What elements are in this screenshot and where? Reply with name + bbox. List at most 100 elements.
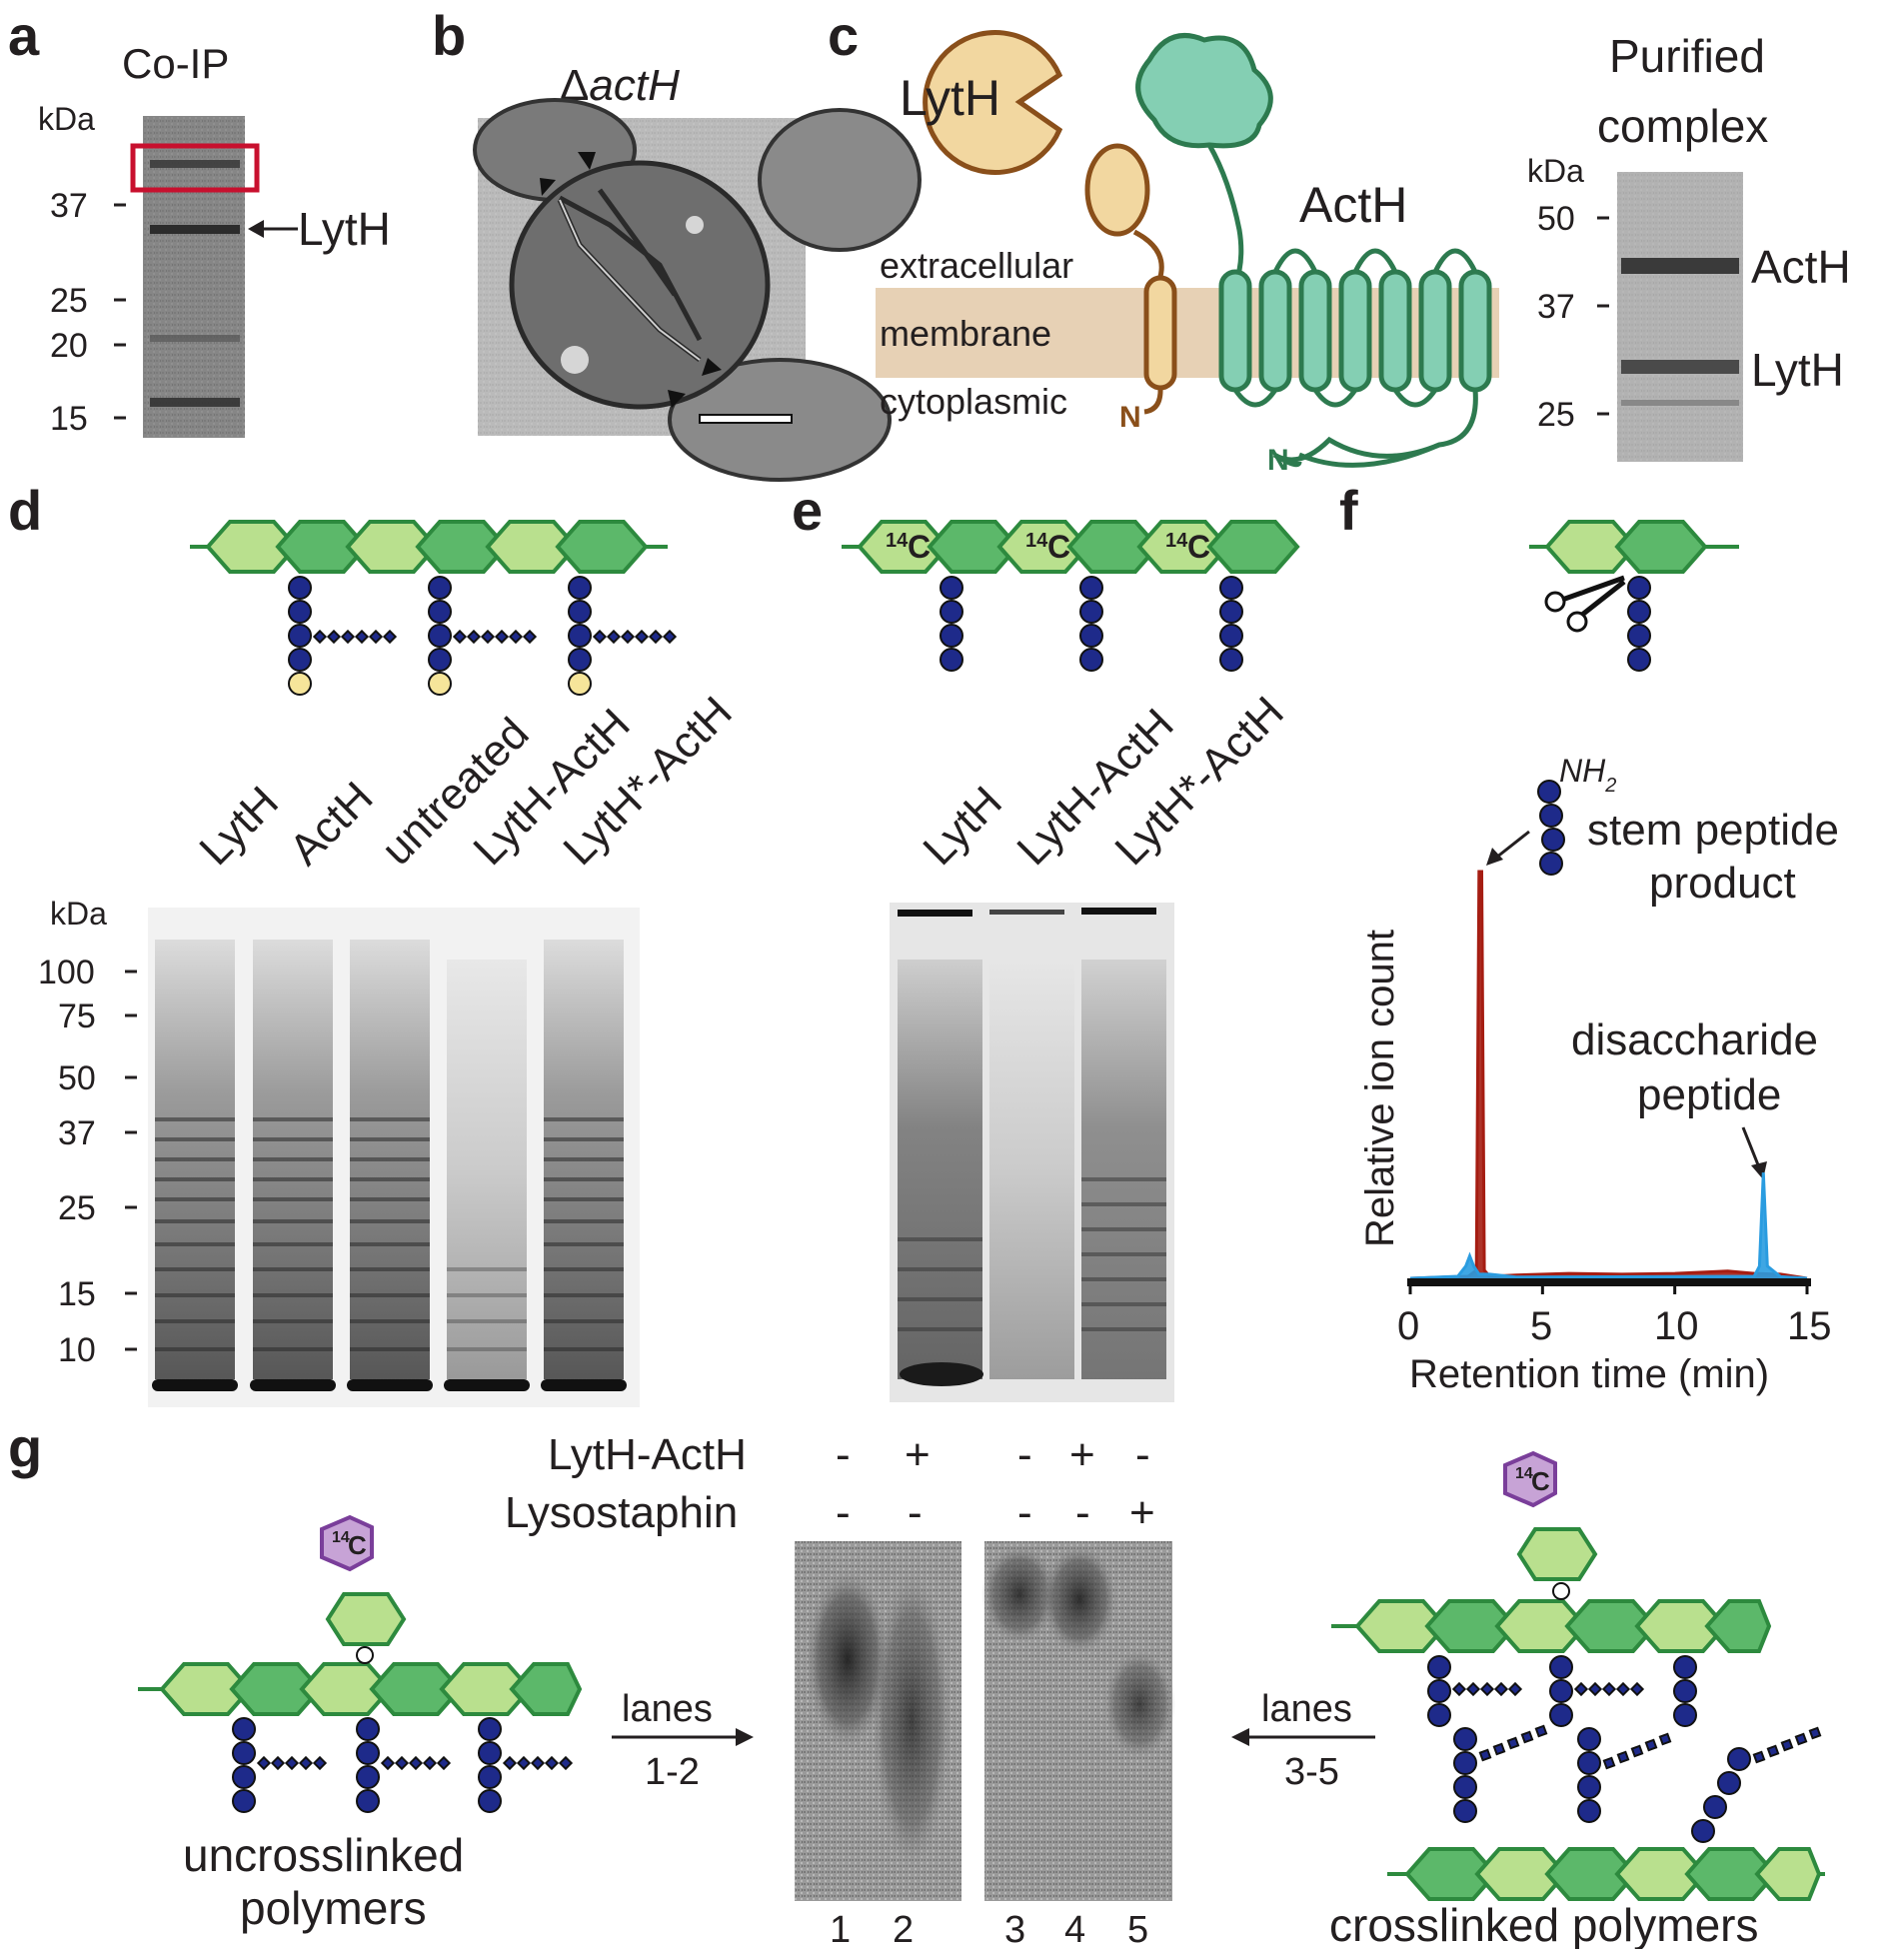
scissors-icon — [1544, 575, 1626, 633]
x-tick-labels: 0 5 10 15 — [1397, 1304, 1832, 1348]
marker-a-15: 15 — [50, 400, 88, 438]
sign-1-2: + — [905, 1430, 931, 1479]
isotope-e-3-element: C — [1187, 529, 1210, 565]
panel-e-schematic — [842, 520, 1300, 672]
panel-d-label: d — [8, 479, 42, 542]
arrow-lyth-head — [248, 220, 264, 238]
xtick-0: 0 — [1397, 1304, 1419, 1348]
left-caption-2: polymers — [240, 1882, 427, 1934]
peak1-arrow-shaft — [1495, 830, 1530, 860]
panel-d: d LytH ActH untre — [8, 479, 742, 1407]
band-acth — [1621, 258, 1739, 274]
co-ip-band-low — [150, 398, 240, 407]
panel-e-label: e — [792, 479, 823, 542]
autorad-lane-1 — [806, 1569, 890, 1749]
autorad-lane-2 — [872, 1569, 952, 1869]
gel-e-bands — [898, 1177, 1166, 1331]
sign-2-3: - — [1017, 1488, 1032, 1537]
gel-e-lanes — [898, 908, 1166, 1386]
marker-d-75: 75 — [58, 997, 96, 1035]
autorad-lane-3 — [981, 1544, 1057, 1644]
purified-title-2: complex — [1597, 100, 1768, 152]
panel-d-lane-labels: LytH ActH untreated LytH-ActH LytH*-ActH — [190, 688, 741, 875]
panel-a-unit: kDa — [38, 101, 95, 137]
purified-gel-texture — [1617, 172, 1743, 462]
marker-d-25: 25 — [58, 1189, 96, 1227]
panel-a: a Co-IP kDa 37 25 20 15 LytH — [8, 4, 391, 438]
gel-d-lanes — [152, 940, 627, 1391]
lane-d-2: ActH — [280, 773, 382, 875]
panel-c-unit: kDa — [1527, 153, 1584, 189]
amine-nh: NH — [1559, 753, 1606, 789]
right-arrow-label-2: 3-5 — [1284, 1751, 1339, 1793]
dividing-cell — [509, 160, 771, 410]
panel-f: f NH2 stem peptide product disaccharide … — [1339, 479, 1839, 1396]
lane-num-3: 3 — [1004, 1909, 1025, 1949]
chromatogram-series-2 — [1409, 1172, 1808, 1280]
autorad-lane-5 — [1103, 1649, 1175, 1759]
sign-2-1: - — [836, 1488, 851, 1537]
lyth-stalk — [1132, 229, 1164, 281]
isotope-e-3-mass: 14 — [1165, 530, 1188, 552]
marker-d-10: 10 — [58, 1331, 96, 1369]
region-membrane: membrane — [880, 313, 1051, 354]
isotope-g-left-mass: 14 — [332, 1529, 350, 1546]
marker-d-100: 100 — [38, 954, 95, 991]
amine-label: NH2 — [1559, 753, 1616, 797]
panel-e-isotope-tags: 14 C 14 C 14 C — [886, 529, 1210, 565]
band-label-acth: ActH — [1751, 241, 1851, 293]
marker-d-50: 50 — [58, 1059, 96, 1097]
panel-f-schematic — [1529, 520, 1739, 672]
lane-e-1: LytH — [914, 778, 1010, 875]
isotope-g-right-element: C — [1531, 1466, 1550, 1496]
left-caption-1: uncrosslinked — [183, 1829, 464, 1881]
lane-numbers: 1 2 3 4 5 — [830, 1909, 1148, 1949]
co-ip-band-lyth — [150, 225, 240, 234]
lane-d-1: LytH — [190, 778, 287, 875]
chromatogram-series-1 — [1409, 870, 1808, 1280]
panel-a-band-label: LytH — [298, 203, 391, 255]
panel-b-label: b — [432, 4, 466, 67]
arrowhead-4 — [668, 390, 686, 408]
peak1-label-1: stem peptide — [1587, 806, 1839, 855]
sign-row-1: - + - + - — [836, 1430, 1150, 1479]
panel-d-schematic — [190, 520, 678, 696]
uncrosslinked-schematic — [138, 1514, 583, 1813]
sign-1-3: - — [1017, 1430, 1032, 1479]
protein-acth-label: ActH — [1299, 177, 1407, 233]
row-label-lysostaphin: Lysostaphin — [505, 1488, 738, 1537]
sign-1-1: - — [836, 1430, 851, 1479]
sign-2-5: + — [1129, 1488, 1155, 1537]
arrowhead-3 — [702, 358, 722, 376]
scale-bar — [699, 414, 793, 424]
panel-b: b ΔactH — [432, 4, 922, 482]
chart-ylabel: Relative ion count — [1358, 930, 1402, 1247]
co-ip-gel-texture — [143, 116, 245, 438]
neighbor-cell-right — [758, 108, 922, 252]
left-arrow-label-2: 1-2 — [645, 1751, 700, 1793]
panel-b-gene: actH — [589, 61, 680, 110]
region-cytoplasmic: cytoplasmic — [880, 381, 1067, 422]
acth-n-terminus: N — [1267, 444, 1289, 477]
lyth-catalytic-domain — [923, 30, 1063, 175]
panel-f-label: f — [1339, 479, 1358, 542]
septa-highlight — [559, 199, 701, 361]
protein-lyth-label: LytH — [900, 70, 1000, 126]
co-ip-band-upper — [150, 160, 240, 168]
sign-1-4: + — [1069, 1430, 1095, 1479]
acth-tm-helices — [1218, 248, 1492, 468]
marker-d-15: 15 — [58, 1275, 96, 1313]
panel-b-title: ΔactH — [560, 61, 680, 110]
lane-num-4: 4 — [1064, 1909, 1085, 1949]
xtick-5: 5 — [1530, 1304, 1552, 1348]
peak2-label-1: disaccharide — [1571, 1015, 1818, 1064]
panel-g-label: g — [8, 1416, 42, 1479]
panel-d-ticks — [125, 970, 137, 1351]
marker-a-25: 25 — [50, 282, 88, 320]
isotope-e-2-mass: 14 — [1025, 530, 1048, 552]
crosslinked-schematic — [1331, 1450, 1825, 1901]
panel-d-markers: 100 75 50 37 25 15 10 — [38, 954, 96, 1369]
isotope-g-left-element: C — [348, 1530, 367, 1560]
marker-d-37: 37 — [58, 1114, 96, 1152]
